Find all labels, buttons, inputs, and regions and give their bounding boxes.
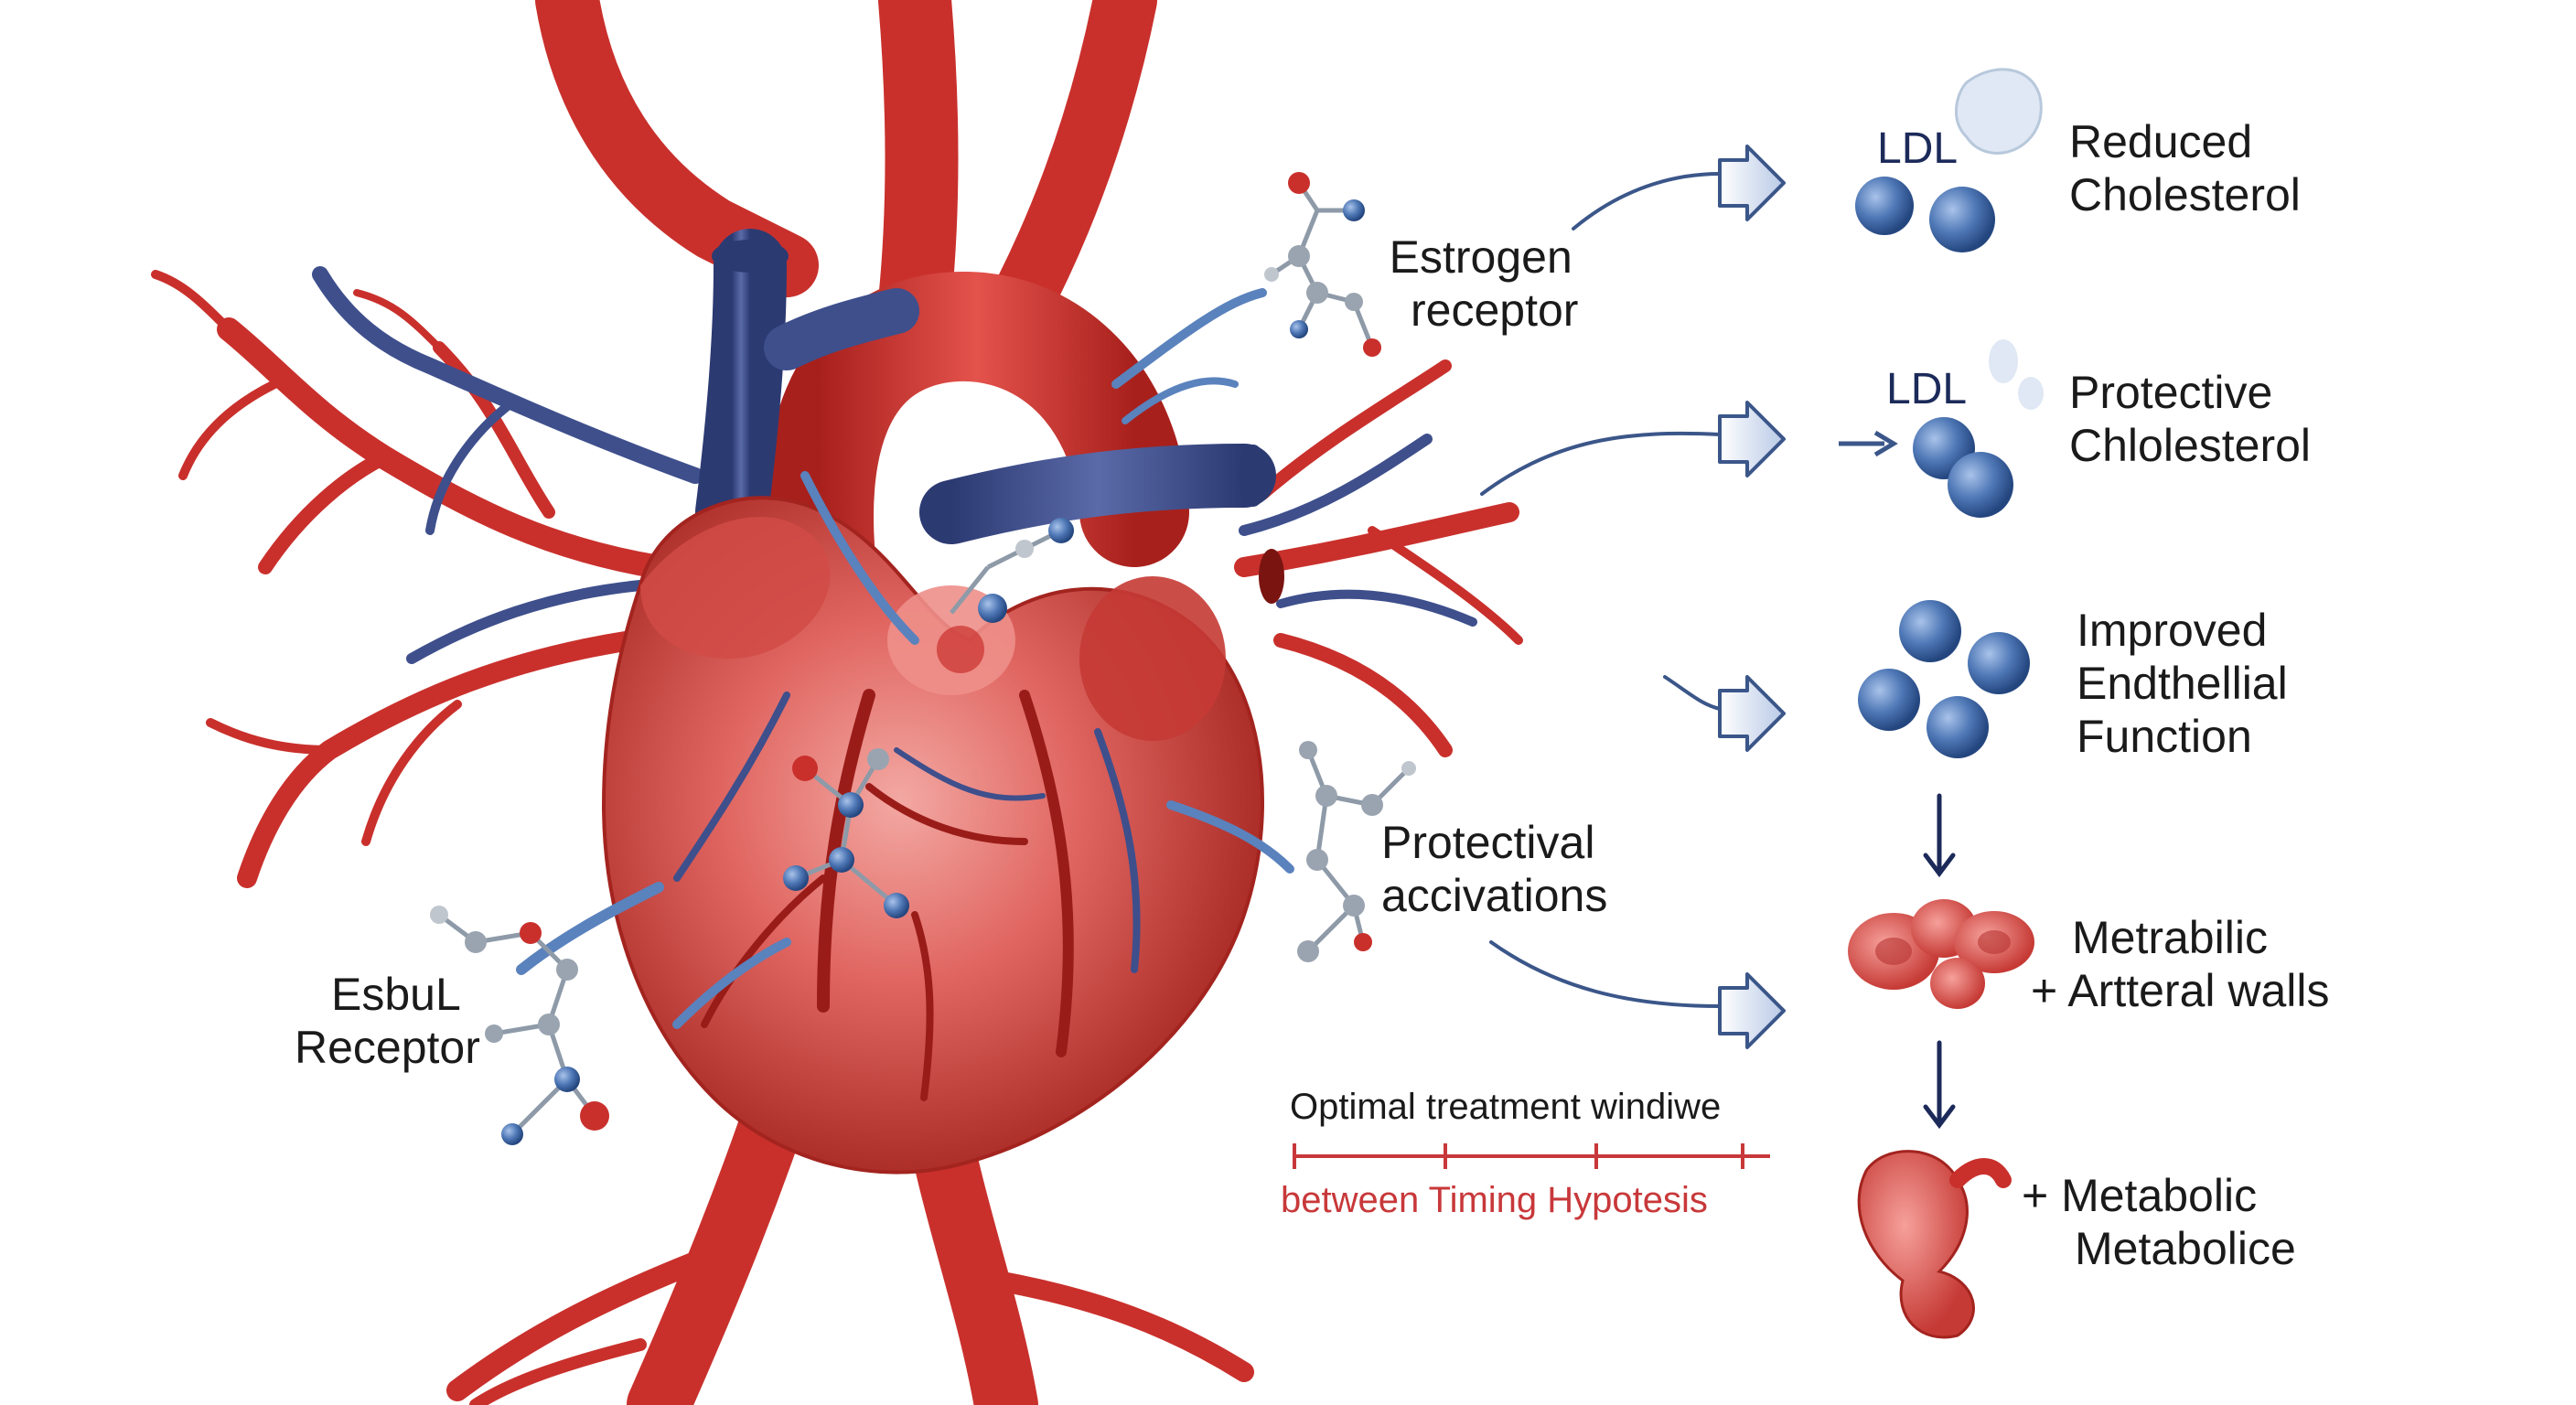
endothelial-spheres [1858, 600, 2030, 758]
aorta [535, 0, 1189, 640]
timeline-bar [1293, 1143, 1770, 1169]
vena-cava [695, 229, 1284, 604]
blue-ribbons [516, 288, 1294, 1029]
effect-metabolic: + Metabolic Metabolice [2022, 1169, 2296, 1275]
heart [601, 496, 1264, 1174]
esbul-molecule [430, 906, 609, 1145]
timeline-title: Optimal treatment windiwe [1290, 1087, 1722, 1127]
left-veins [312, 266, 703, 664]
effect-1-line1: Reduced [2069, 116, 2253, 167]
effect-3-line3: Function [2077, 711, 2252, 762]
protectival-label: Protectival accivations [1381, 816, 1607, 922]
effect-reduced-cholesterol: Reduced Cholesterol [2069, 115, 2301, 221]
ldl-label-1: LDL [1877, 124, 1959, 173]
ldl-spheres-1 [1855, 68, 2043, 252]
estrogen-molecule [1264, 172, 1381, 357]
coronary-vessels [673, 689, 1141, 1101]
protectival-line1: Protectival [1381, 817, 1595, 868]
flow-arrows [1480, 172, 1722, 1008]
ldl-spheres-2 [1839, 339, 2044, 518]
effect-5-line2: Metabolice [2075, 1223, 2296, 1274]
effect-4-line2: + Artteral walls [2031, 965, 2330, 1016]
effect-3-line2: Endthellial [2077, 658, 2288, 709]
ldl-label-2: LDL [1886, 365, 1968, 413]
right-veins [1239, 434, 1477, 627]
timeline-subtitle: between Timing Hypotesis [1281, 1180, 1708, 1220]
estrogen-receptor-line2: receptor [1411, 284, 1579, 336]
effect-5-line1: + Metabolic [2022, 1170, 2258, 1221]
effect-improved-endothelial: Improved Endthellial Function [2077, 604, 2288, 763]
effect-2-line1: Protective [2069, 367, 2273, 418]
esbul-receptor-label: EsbuL Receptor [295, 968, 480, 1074]
protectival-line2: accivations [1381, 870, 1608, 921]
left-arteries [151, 270, 671, 888]
esbul-receptor-line1: EsbuL [331, 969, 461, 1020]
arrow-heads [1718, 145, 1786, 1049]
molecule-atoms [783, 518, 1074, 918]
esbul-receptor-line2: Receptor [295, 1022, 480, 1073]
down-arrows [1923, 793, 1956, 1130]
estrogen-receptor-line1: Estrogen [1389, 231, 1572, 283]
effect-3-line1: Improved [2077, 605, 2268, 656]
protective-molecule [1297, 741, 1416, 962]
effect-protective-cholesterol: Protective Chlolesterol [2069, 366, 2311, 472]
artery-fragment [1857, 1150, 2012, 1339]
blood-cells [1848, 899, 2034, 1009]
effect-4-line1: Metrabilic [2072, 912, 2268, 963]
right-arteries [1234, 359, 1523, 757]
effect-metabolic-arterial: Metrabilic + Artteral walls [2031, 911, 2330, 1017]
effect-2-line2: Chlolesterol [2069, 420, 2312, 471]
effect-1-line2: Cholesterol [2069, 169, 2301, 220]
estrogen-receptor-label: Estrogen receptor [1383, 231, 1579, 337]
